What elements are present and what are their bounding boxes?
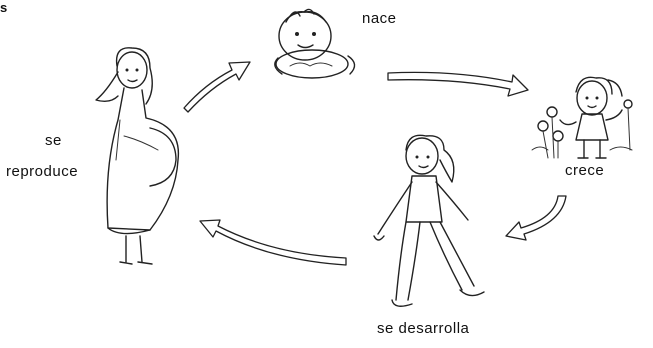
- baby-illustration: [275, 9, 355, 78]
- arrow-reproduce-to-born: [184, 62, 250, 112]
- stage-label-grows: crece: [565, 162, 604, 179]
- arrow-develops-to-reproduce: [200, 220, 346, 265]
- child-with-flowers-illustration: [532, 77, 632, 158]
- stage-label-born: nace: [362, 10, 397, 27]
- teen-walking-illustration: [374, 135, 484, 306]
- arrow-born-to-grows: [388, 72, 528, 96]
- stage-label-reproduces-line1: se: [45, 132, 62, 149]
- stage-label-develops: se desarrolla: [377, 320, 469, 337]
- arrow-grows-to-develops: [506, 196, 566, 240]
- pregnant-woman-illustration: [96, 48, 178, 264]
- stage-label-reproduces-line2: reproduce: [6, 163, 78, 180]
